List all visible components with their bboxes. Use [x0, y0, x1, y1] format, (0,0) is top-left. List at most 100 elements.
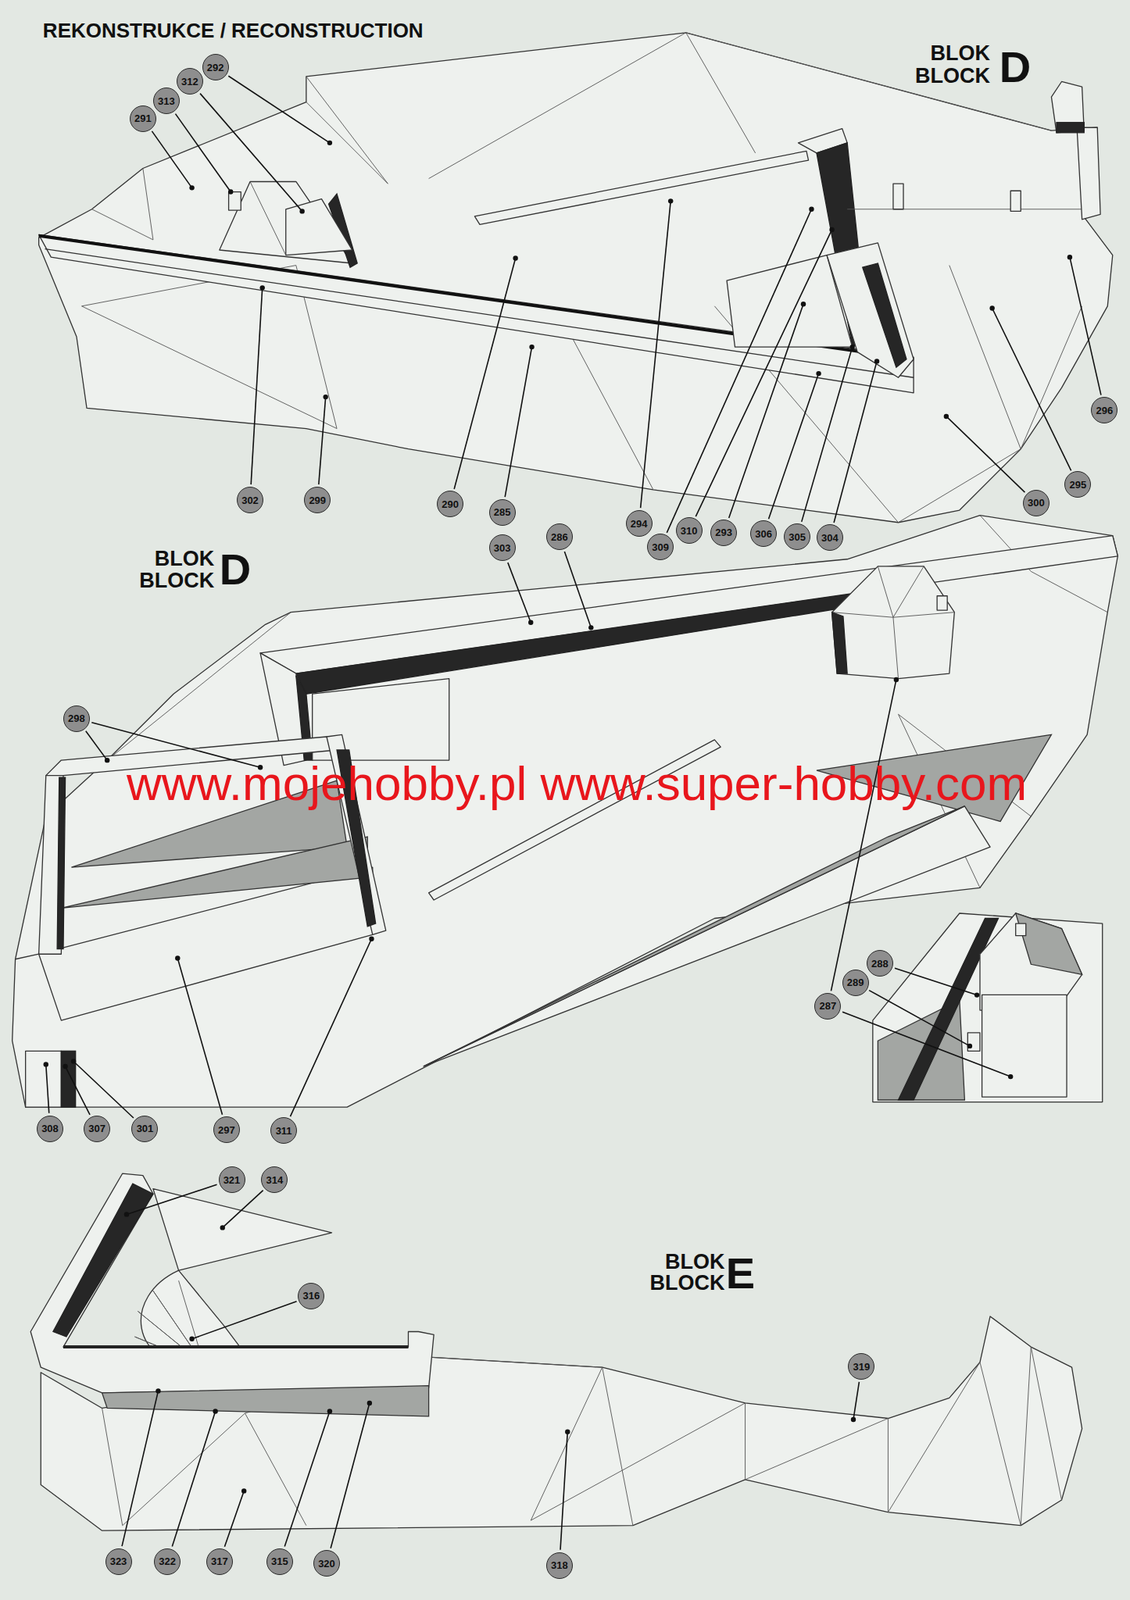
block-label: BLOCK	[915, 64, 991, 86]
block-d-top-view-shape	[228, 192, 242, 211]
callout-number: 294	[625, 510, 653, 537]
leader-line	[564, 551, 591, 628]
callout-number: 323	[105, 1548, 133, 1576]
block-d-top-view-shape	[286, 199, 353, 256]
detail-inset	[872, 913, 1103, 1103]
leader-dot	[104, 758, 110, 763]
leader-dot	[529, 344, 534, 350]
block-d-top-view-shape	[44, 249, 914, 379]
block-d-side-view-shape	[107, 612, 291, 761]
leader-line	[830, 679, 896, 991]
callout-number: 311	[270, 1117, 297, 1145]
callout-number: 295	[1064, 471, 1091, 498]
leader-dot	[815, 371, 821, 376]
callout-number: 304	[816, 524, 844, 551]
callout-number: 314	[261, 1166, 288, 1194]
leader-dot	[43, 1062, 49, 1067]
leader-dot	[299, 208, 304, 214]
leader-line	[853, 1382, 859, 1420]
block-e-view-shape	[102, 1386, 430, 1417]
block-d-side-view-shape	[832, 612, 848, 674]
leader-line	[1069, 257, 1102, 395]
callout-number: 313	[153, 87, 180, 115]
block-e-view-shape	[63, 1345, 409, 1349]
block-d-top-view-shape	[571, 336, 653, 490]
block-d-top-view-shape	[1056, 122, 1084, 133]
leader-dot	[155, 1388, 161, 1394]
leader-line	[868, 990, 970, 1047]
leader-line	[318, 396, 326, 485]
block-d-top-view-shape	[306, 76, 388, 184]
detail-inset-shape	[967, 1033, 980, 1052]
leader-dot	[368, 936, 374, 942]
callout-number: 312	[176, 67, 204, 95]
leader-line	[200, 93, 303, 212]
callout-number: 297	[213, 1116, 240, 1144]
block-label: BLOK	[665, 1251, 726, 1273]
callout-number: 298	[63, 705, 90, 733]
leader-line	[192, 1301, 297, 1340]
block-label: BLOK	[930, 42, 991, 64]
leader-line	[768, 373, 819, 519]
leader-dot	[512, 255, 518, 261]
block-d-top-view-shape	[219, 181, 353, 263]
leader-line	[992, 307, 1072, 471]
leader-line	[504, 346, 532, 498]
callout-number: 317	[206, 1548, 233, 1576]
callout-number: 319	[847, 1353, 875, 1381]
block-e-view-shape	[30, 1173, 434, 1394]
block-d-top-view-shape	[1076, 127, 1101, 220]
block-d-top-view-shape	[686, 32, 1052, 131]
leader-line	[73, 1061, 134, 1118]
callout-number: 285	[489, 499, 516, 526]
block-d-top-view-shape	[847, 208, 1082, 210]
leader-line	[222, 1190, 264, 1229]
leader-line	[729, 303, 804, 519]
block-d-top-view	[39, 32, 1113, 523]
callout-number: 296	[1090, 396, 1118, 424]
block-d-top-view-shape	[429, 32, 756, 179]
callout-number: 318	[546, 1552, 573, 1580]
callout-number: 302	[236, 486, 264, 514]
leader-dot	[588, 625, 594, 630]
watermark: www.mojehobby.pl www.super-hobby.com	[126, 759, 1027, 809]
detail-inset-shape	[982, 994, 1067, 1098]
block-d-side-view-shape	[877, 566, 924, 618]
leader-dot	[322, 394, 328, 400]
leader-dot	[893, 677, 899, 683]
block-d-side-view-shape	[25, 1051, 62, 1108]
block-d-side-view-shape	[936, 596, 948, 611]
leader-line	[85, 731, 108, 761]
block-d-side-view-shape	[893, 617, 899, 679]
callout-number: 309	[647, 533, 674, 561]
block-e-view-shape	[40, 1316, 1082, 1531]
callout-number: 306	[750, 520, 777, 548]
leader-line	[126, 1184, 218, 1215]
callout-number: 310	[675, 517, 703, 544]
callout-number: 289	[842, 969, 869, 997]
leader-line	[666, 209, 812, 533]
callout-number: 300	[1022, 489, 1050, 517]
leader-line	[46, 1064, 50, 1113]
block-d-side-view-shape	[60, 836, 368, 909]
leader-dot	[189, 185, 194, 190]
leader-dot	[220, 1225, 226, 1231]
page-title: REKONSTRUKCE / RECONSTRUCTION	[42, 18, 424, 43]
callout-number: 308	[36, 1115, 64, 1143]
leader-dot	[974, 992, 980, 998]
leader-line	[177, 958, 222, 1116]
callout-number: 290	[436, 490, 464, 518]
leader-dot	[241, 1488, 247, 1494]
leader-line	[151, 131, 192, 188]
leader-dot	[327, 140, 333, 146]
callout-number: 305	[783, 523, 811, 551]
leader-line	[228, 75, 330, 144]
callout-number: 321	[218, 1166, 246, 1194]
block-d-side-view	[12, 515, 1119, 1109]
block-d-top-view-shape	[39, 236, 914, 360]
block-label: BLOK	[154, 547, 215, 569]
block-d-top-view-shape	[1051, 81, 1084, 133]
block-letter: D	[999, 45, 1031, 90]
block-d-top-view-shape	[92, 168, 154, 240]
